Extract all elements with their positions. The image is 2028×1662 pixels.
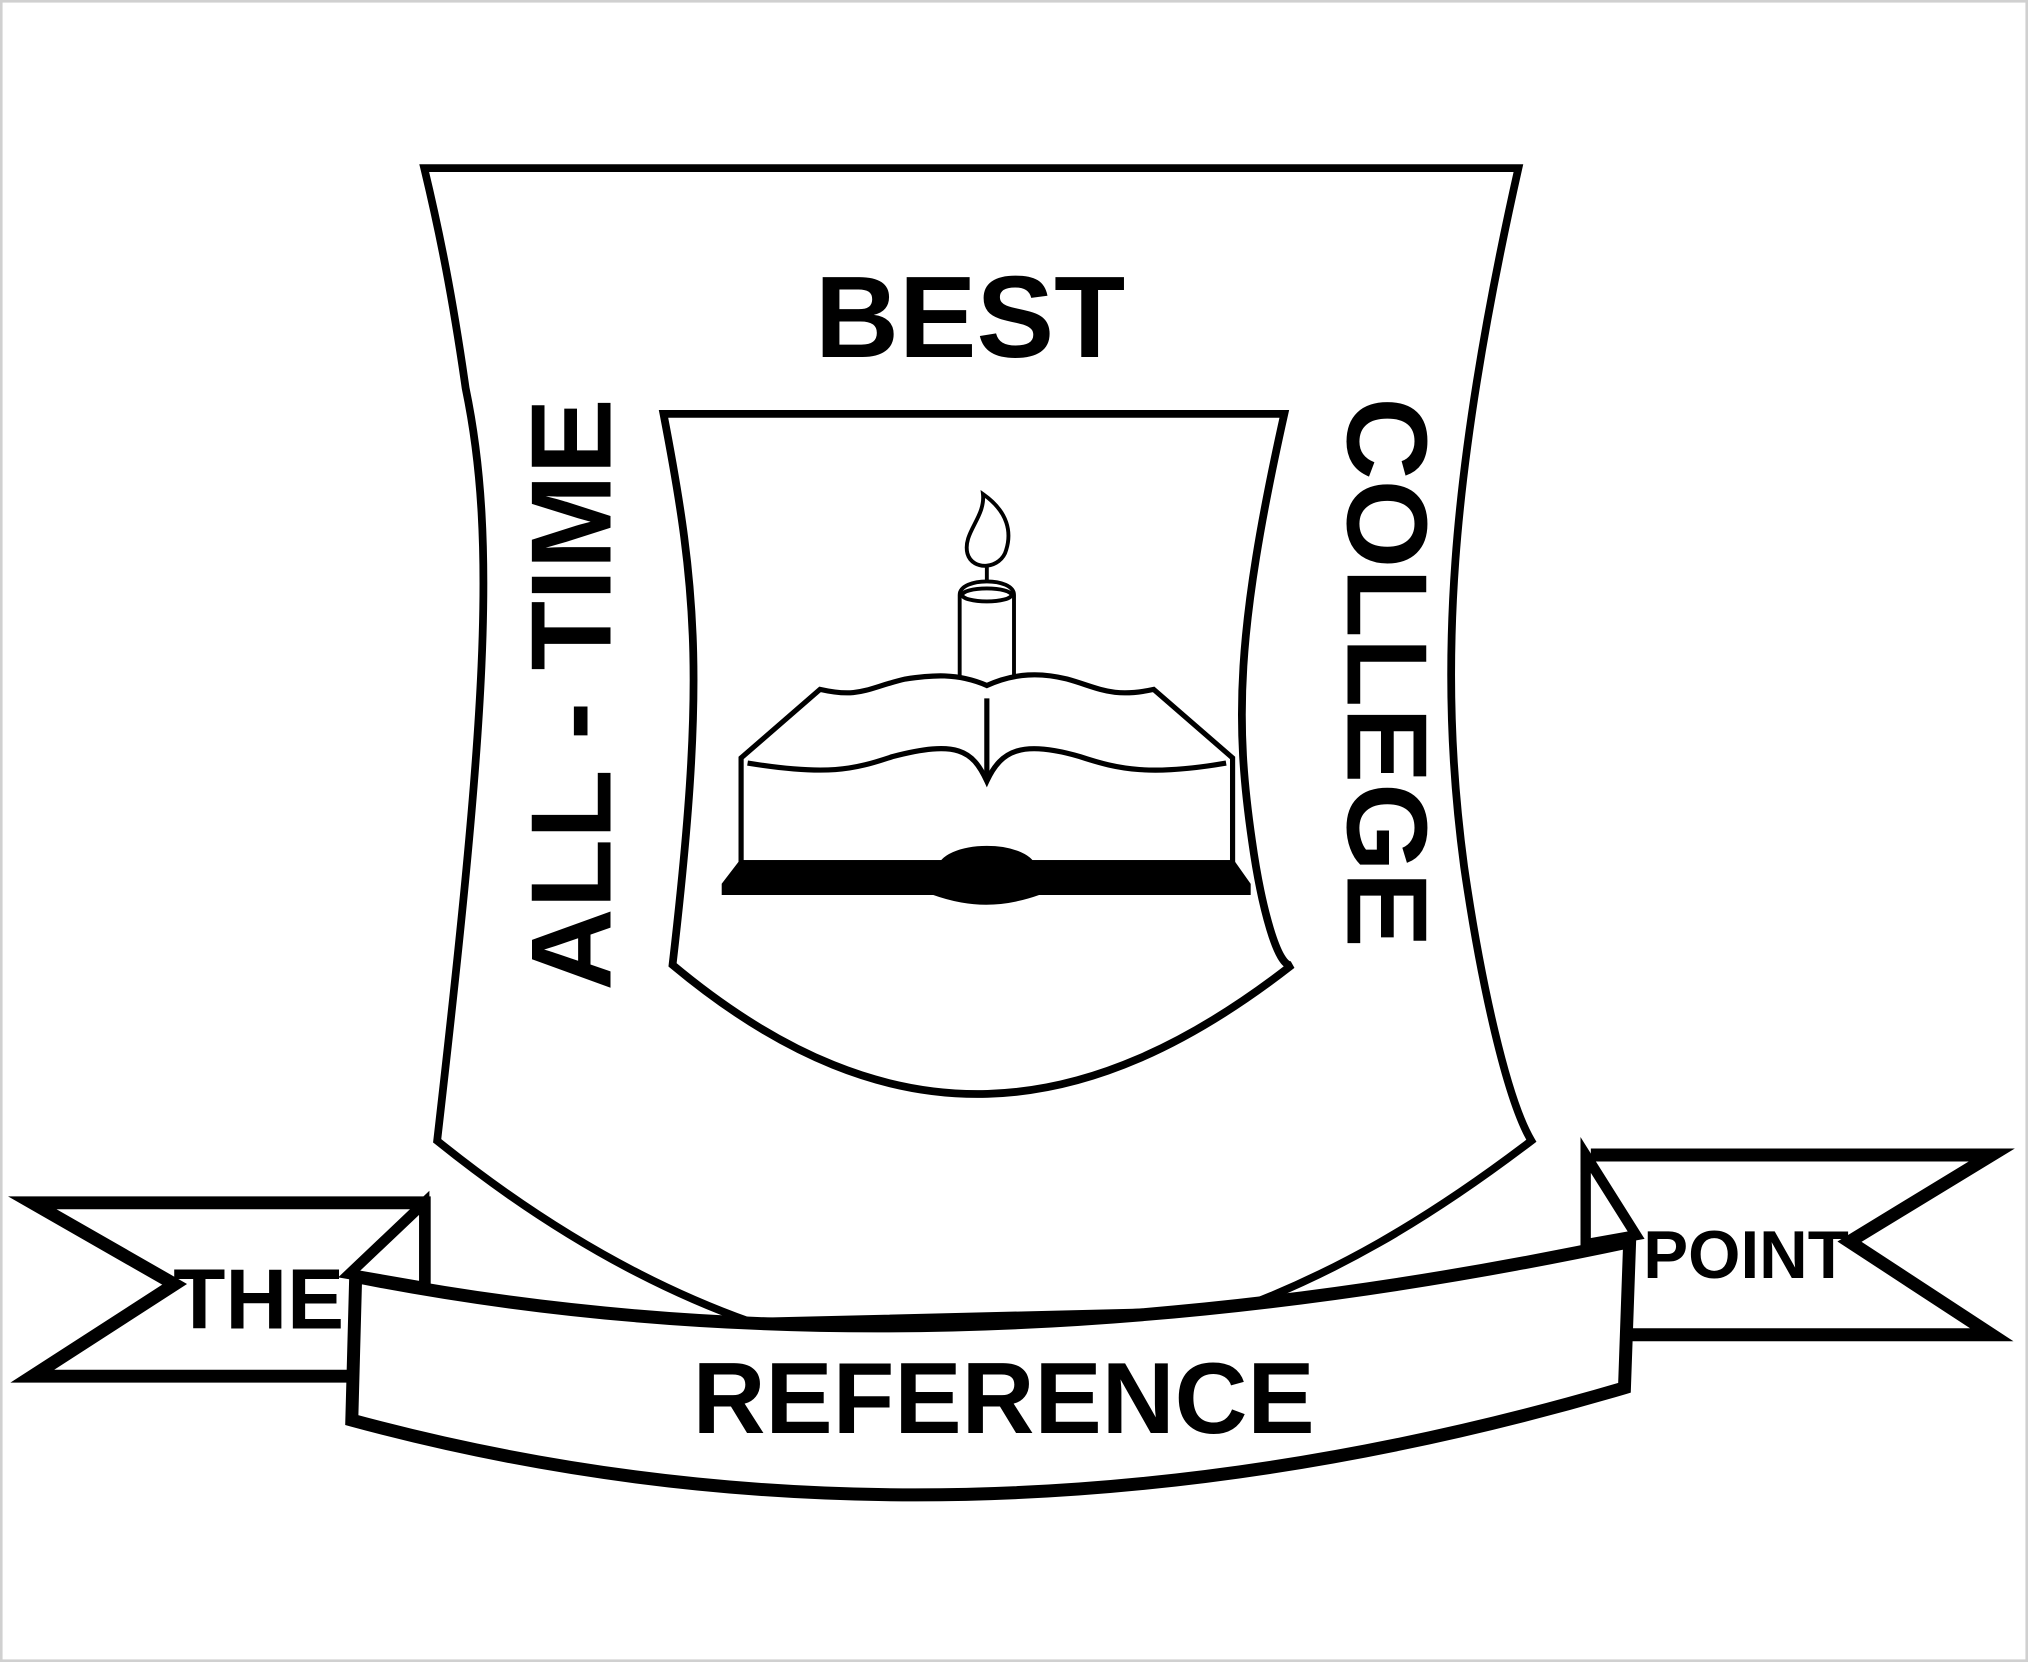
banner-word-the: THE [173, 1252, 344, 1347]
banner-center [345, 1233, 1637, 1502]
crest-word-college: COLLEGE [1323, 398, 1450, 948]
crest-word-best: BEST [815, 252, 1125, 382]
banner-word-point: POINT [1643, 1218, 1849, 1293]
banner-right-tail [1580, 1137, 2015, 1342]
crest-words-all-time: ALL - TIME [508, 398, 635, 990]
banner-word-reference: REFERENCE [693, 1343, 1315, 1455]
candle-icon [957, 490, 1016, 689]
open-book-icon [721, 672, 1251, 905]
